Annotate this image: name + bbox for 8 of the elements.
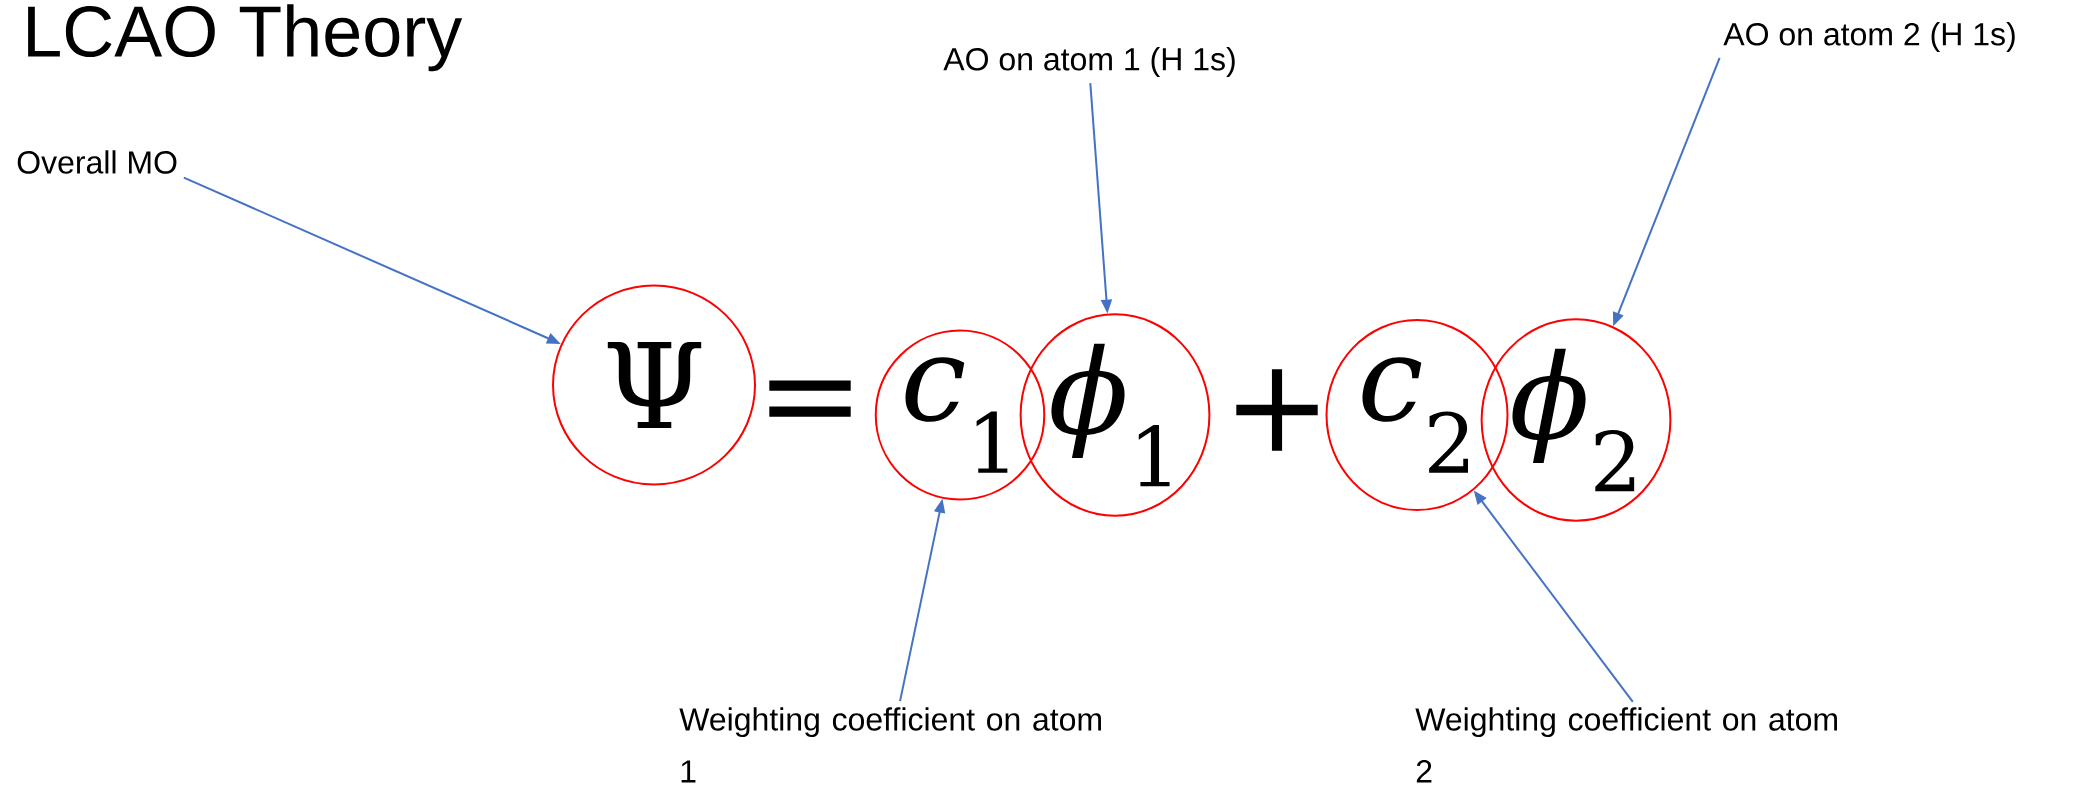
callout-text: Weighting coefficient on atom 1 <box>679 707 1101 783</box>
callout-text: Weighting coefficient on atom 2 <box>1415 707 1837 783</box>
slide-title: LCAO Theory <box>28 4 463 72</box>
callout-text: AO on atom 1 (H 1s) <box>943 47 1235 77</box>
operator-sign: + <box>1236 369 1318 451</box>
callout-text: Overall MO <box>17 150 177 174</box>
callout-text: AO on atom 2 (H 1s) <box>1723 22 2015 52</box>
operator-sign: = <box>769 380 851 417</box>
